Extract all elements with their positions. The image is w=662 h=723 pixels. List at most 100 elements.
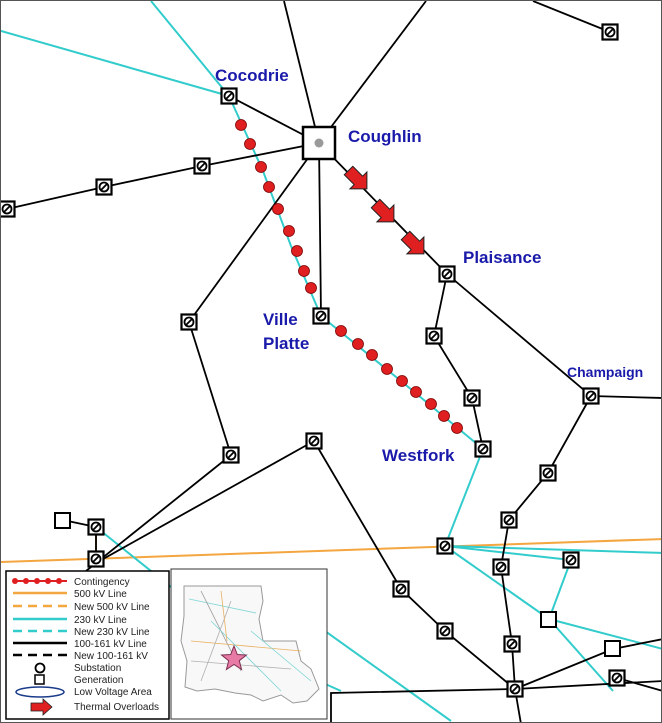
contingency-dot: [352, 338, 364, 350]
legend-label: Substation: [74, 663, 121, 674]
legend-label: Generation: [74, 675, 123, 686]
legend-label: 100-161 kV Line: [74, 639, 147, 650]
contingency-dot: [366, 349, 378, 361]
substation-icon[interactable]: [562, 551, 580, 569]
line-100kv-h: [318, 142, 322, 317]
legend-label: Thermal Overloads: [74, 702, 159, 713]
legend-label: New 500 kV Line: [74, 602, 150, 613]
substation-icon-westfork[interactable]: [474, 440, 492, 458]
substation-icon[interactable]: [500, 511, 518, 529]
overload-arrow-icon: [396, 226, 433, 263]
substation-icon-champaign[interactable]: [582, 387, 600, 405]
contingency-dot: [272, 203, 284, 215]
legend-box: [5, 570, 170, 720]
generation-icon[interactable]: [54, 512, 71, 529]
substation-icon[interactable]: [492, 558, 510, 576]
contingency-dot: [298, 265, 310, 277]
line-100kv-plaisance-champaign: [446, 273, 592, 397]
substation-icon-plaisance[interactable]: [438, 265, 456, 283]
substation-icon[interactable]: [503, 635, 521, 653]
contingency-dot: [291, 245, 303, 257]
substation-icon-cocodrie[interactable]: [220, 87, 238, 105]
substation-icon[interactable]: [463, 389, 481, 407]
label-westfork: Westfork: [382, 446, 455, 465]
line-230kv-9: [310, 620, 452, 722]
legend-label: Low Voltage Area: [74, 687, 152, 698]
legend-label: 500 kV Line: [74, 589, 127, 600]
substation-icon[interactable]: [1, 200, 16, 218]
line-100kv-n: [330, 688, 516, 722]
line-230kv-5: [548, 559, 572, 620]
legend-label: 230 kV Line: [74, 615, 127, 626]
contingency-dot: [244, 138, 256, 150]
legend-label: New 100-161 kV: [74, 651, 148, 662]
contingency-dot: [381, 363, 393, 375]
line-100kv-b: [318, 1, 427, 144]
contingency-dot: [305, 282, 317, 294]
substation-icon[interactable]: [425, 327, 443, 345]
louisiana-outline: [180, 585, 320, 704]
legend-generation-icon: [34, 674, 45, 685]
line-500kv-main: [1, 538, 661, 563]
legend-label: Contingency: [74, 577, 130, 588]
substation-icon[interactable]: [305, 432, 323, 450]
substation-icon[interactable]: [87, 518, 105, 536]
legend: Contingency 500 kV Line New 500 kV Line …: [5, 570, 170, 720]
substation-icon[interactable]: [392, 580, 410, 598]
generation-icon[interactable]: [540, 611, 557, 628]
line-230kv-7: [548, 618, 661, 650]
substation-icon[interactable]: [193, 157, 211, 175]
contingency-dot: [335, 325, 347, 337]
substation-icon[interactable]: [87, 550, 105, 568]
substation-icon[interactable]: [222, 446, 240, 464]
contingency-dot: [451, 422, 463, 434]
substation-icon[interactable]: [95, 178, 113, 196]
contingency-dot: [255, 161, 267, 173]
coughlin-plant-icon[interactable]: [301, 125, 337, 161]
contingency-dot: [425, 398, 437, 410]
line-230kv-6: [444, 545, 550, 620]
substation-labels: Cocodrie Coughlin Plaisance Ville Platte…: [215, 66, 643, 465]
contingency-dot: [263, 181, 275, 193]
label-cocodrie: Cocodrie: [215, 66, 289, 85]
line-100kv-e: [6, 142, 320, 210]
generation-icon[interactable]: [604, 640, 621, 657]
line-230kv-4: [444, 545, 661, 554]
substation-icon[interactable]: [506, 680, 524, 698]
contingency-dot: [438, 410, 450, 422]
legend-label: New 230 kV Line: [74, 627, 150, 638]
inset-map: [170, 568, 328, 720]
substation-icon[interactable]: [539, 464, 557, 482]
label-coughlin: Coughlin: [348, 127, 422, 146]
generation-units: [54, 512, 621, 657]
label-platte: Platte: [263, 334, 309, 353]
label-champaign: Champaign: [567, 364, 643, 380]
inset-star-icon: [220, 644, 248, 671]
line-230kv-westfork-south: [444, 448, 484, 547]
contingency-path: [235, 119, 463, 434]
substation-icon[interactable]: [436, 537, 454, 555]
line-100kv-p: [514, 680, 661, 690]
substation-icon[interactable]: [601, 23, 619, 41]
thermal-overloads: [339, 161, 433, 263]
contingency-dot: [283, 225, 295, 237]
substation-icon[interactable]: [180, 313, 198, 331]
overload-arrow-icon: [339, 161, 376, 198]
substation-icon[interactable]: [608, 669, 626, 687]
overload-arrow-icon: [366, 194, 403, 231]
line-100kv-a: [283, 1, 320, 144]
legend-low-voltage-icon: [15, 686, 65, 698]
label-ville: Ville: [263, 310, 298, 329]
contingency-dot: [235, 119, 247, 131]
line-230kv-10: [548, 618, 614, 692]
line-100kv-j: [590, 395, 661, 399]
line-230kv-1: [150, 1, 230, 97]
inset-lines: [188, 590, 312, 692]
line-230kv-3: [444, 545, 572, 561]
substation-icon[interactable]: [436, 622, 454, 640]
line-100kv-l: [95, 440, 315, 564]
substation-icon-ville-platte[interactable]: [312, 307, 330, 325]
line-230kv-2: [1, 30, 230, 97]
